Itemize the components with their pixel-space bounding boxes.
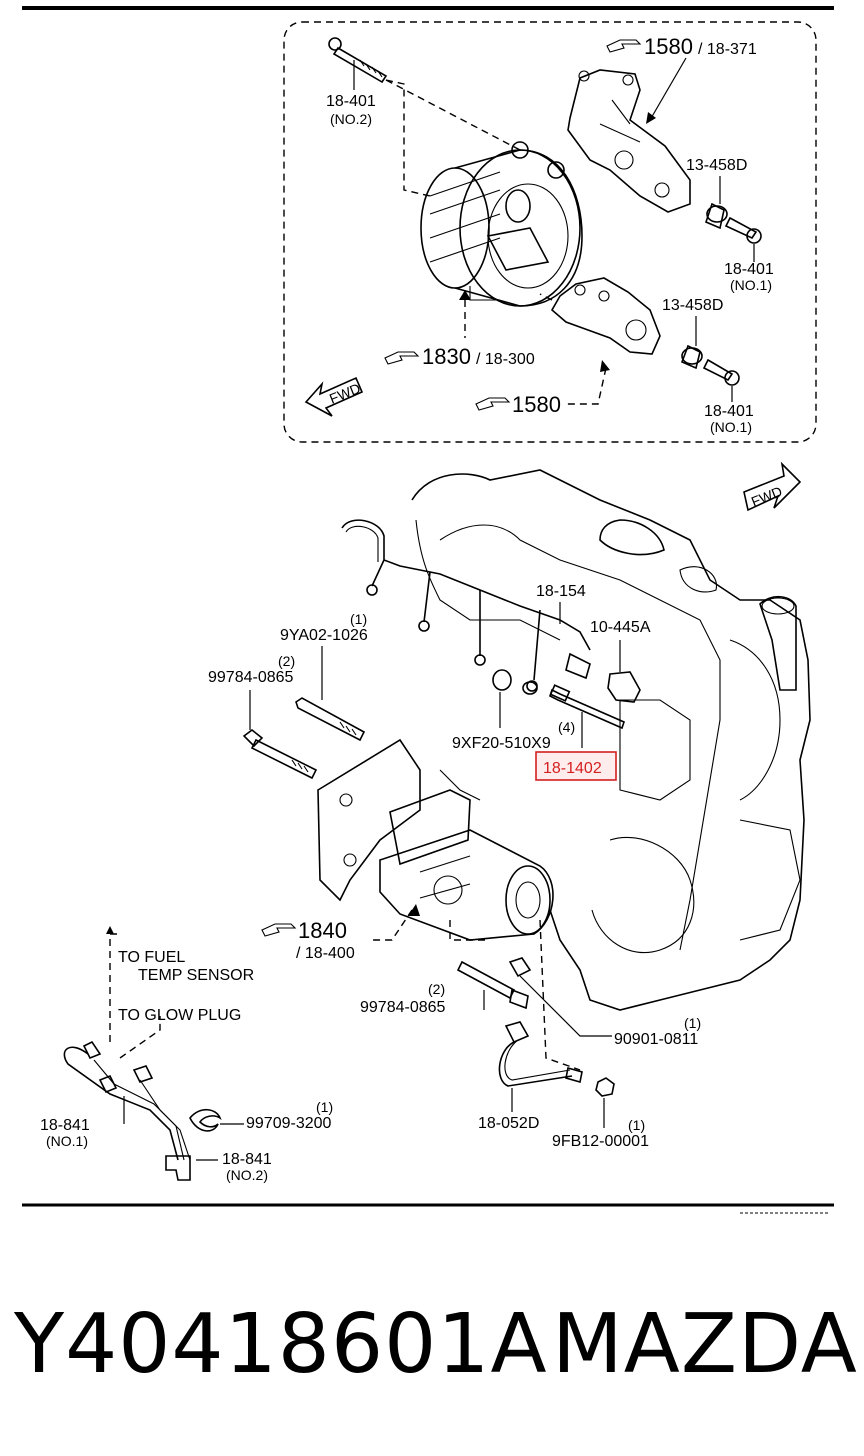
alternator-bolt-note: (NO.2): [330, 111, 372, 127]
bolt-upper-note: (NO.1): [730, 277, 772, 293]
stud-label: 9YA02-1026: [280, 627, 368, 644]
starter-ref: 1840: [298, 918, 347, 943]
engine-block-drawing: [411, 469, 811, 1011]
clamp-qty: (1): [316, 1099, 333, 1115]
sensor-nut-drawing: [595, 1077, 615, 1097]
bolt-b-label: 99784-0865: [360, 999, 446, 1016]
alternator-inset-box: [283, 21, 817, 443]
cable-1-note: (NO.1): [46, 1133, 88, 1149]
bushing-upper-label: 13-458D: [686, 157, 747, 174]
stud-qty: (1): [350, 611, 367, 627]
bolt-small-drawing: [508, 957, 532, 978]
part-number-text: Y40418601A: [14, 1297, 548, 1392]
nut-label: 9XF20-510X9: [452, 735, 551, 752]
alt-bracket-ref: 1580: [644, 34, 693, 59]
alternator-bolt-drawing: [328, 37, 388, 84]
harness-clip-drawing: [607, 671, 641, 703]
clip-label: 10-445A: [590, 619, 651, 636]
fwd-arrow-main: FWD: [743, 461, 802, 512]
starter-ref-sub: / 18-400: [296, 945, 355, 962]
alternator-lower-bracket-drawing: [550, 277, 661, 355]
starter-motor-drawing: [317, 738, 554, 941]
bolt-upper-left-drawing: [242, 728, 318, 780]
bolt-upper-label: 18-401: [724, 261, 774, 278]
bushing-upper-drawing: [705, 202, 728, 230]
bolt-lower-label: 18-401: [704, 403, 754, 420]
hand-icon: [606, 39, 642, 53]
bolt-b-qty: (2): [428, 981, 445, 997]
bolt-a-label: 99784-0865: [208, 669, 294, 686]
brand-text: MAZDA: [552, 1297, 858, 1392]
stud-drawing: [295, 697, 366, 742]
nut2-label: 9FB12-00001: [552, 1133, 649, 1150]
glow-plug-highlight-box: [535, 751, 617, 781]
hand-icon: [384, 351, 420, 365]
glow-plug-nut-drawing: [492, 669, 538, 695]
bolt-a-qty: (2): [278, 653, 295, 669]
alternator-ref-sub: / 18-300: [476, 351, 535, 368]
bolt-lower-note: (NO.1): [710, 419, 752, 435]
glow-plug-harness-drawing: [341, 519, 591, 692]
to-glow-plug-label: TO GLOW PLUG: [118, 1007, 241, 1024]
cable-harness-drawing: [63, 1040, 191, 1181]
hand-icon: [475, 397, 511, 411]
bracket-ref: 1580: [512, 392, 561, 417]
clamp-drawing: [189, 1108, 222, 1132]
hand-icon: [261, 923, 297, 937]
temp-sensor-label: TEMP SENSOR: [138, 967, 254, 984]
sensor-label: 18-052D: [478, 1115, 539, 1132]
cable-2-note: (NO.2): [226, 1167, 268, 1183]
bolt-lower-drawing: [702, 358, 740, 386]
to-fuel-label: TO FUEL: [118, 949, 185, 966]
alternator-upper-bracket-drawing: [567, 69, 691, 213]
alternator-bolt-label: 18-401: [326, 93, 376, 110]
fwd-arrow-inset: FWD: [304, 376, 364, 417]
bushing-lower-label: 13-458D: [662, 297, 723, 314]
clamp-label: 99709-3200: [246, 1115, 332, 1132]
bolt-c-label: 90901-0811: [614, 1031, 698, 1048]
temp-sensor-drawing: [498, 1021, 583, 1087]
cable-1-label: 18-841: [40, 1117, 90, 1134]
alt-bracket-ref-sub: / 18-371: [698, 41, 757, 58]
alternator-ref: 1830: [422, 344, 471, 369]
harness-label: 18-154: [536, 583, 586, 600]
bushing-lower-drawing: [680, 344, 703, 370]
glow-plug-drawing: [549, 684, 625, 730]
nut-qty: (4): [558, 719, 575, 735]
bolt-upper-drawing: [724, 216, 762, 244]
bolt-lower-left-drawing: [456, 960, 529, 1010]
nut2-qty: (1): [628, 1117, 645, 1133]
fwd-label-inset: FWD: [327, 380, 363, 407]
cable-2-label: 18-841: [222, 1151, 272, 1168]
glow-plug-label: 18-1402: [543, 760, 602, 777]
alternator-drawing: [420, 141, 583, 307]
bolt-c-qty: (1): [684, 1015, 701, 1031]
